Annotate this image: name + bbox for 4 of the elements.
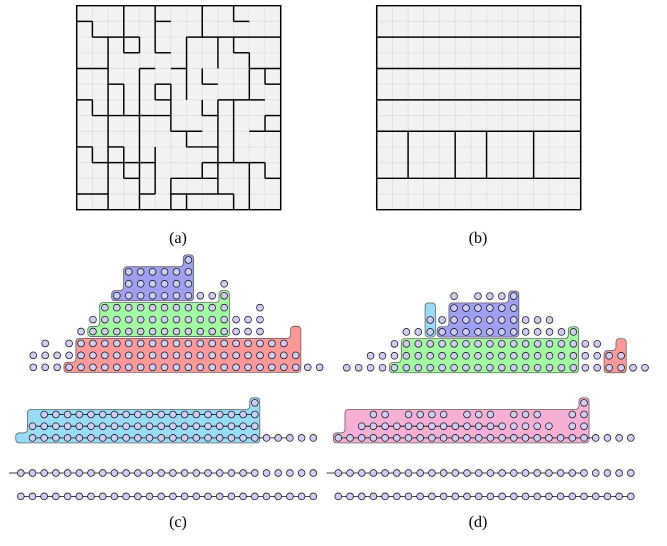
panel-label: (d) xyxy=(469,516,487,530)
panel-label: (a) xyxy=(170,232,186,246)
panel-label: (b) xyxy=(469,232,487,246)
panel-label: (c) xyxy=(170,516,186,530)
